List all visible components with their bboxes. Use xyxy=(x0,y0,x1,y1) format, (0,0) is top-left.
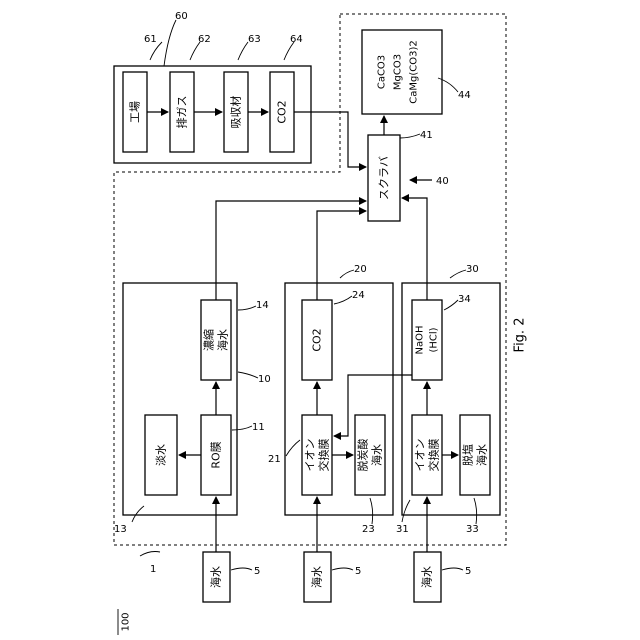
product-line-2: MgCO3 xyxy=(393,54,404,90)
leader-5c xyxy=(442,568,463,570)
leader-1 xyxy=(140,552,160,557)
leader-10 xyxy=(238,372,258,378)
arrow-co2mid-scrubber xyxy=(317,211,366,300)
leader-14 xyxy=(238,306,256,310)
leader-23 xyxy=(370,498,373,524)
arrow-co2-scrubber xyxy=(294,112,366,167)
decarb-line-2: 海水 xyxy=(370,444,384,466)
decarbonated-seawater-box: 脱炭酸 海水 xyxy=(355,415,385,495)
ref-20: 20 xyxy=(354,264,367,275)
seawater-box-2: 海水 xyxy=(304,552,331,602)
ref-5a: 5 xyxy=(254,566,260,577)
seawater-label-3: 海水 xyxy=(420,566,434,588)
ref-64: 64 xyxy=(290,34,303,45)
products-box: CaCO3 MgCO3 CaMg(CO3)2 xyxy=(362,30,442,114)
ro-membrane-box: RO膜 xyxy=(201,415,231,495)
factory-label: 工場 xyxy=(129,101,142,123)
seawater-box-3: 海水 xyxy=(414,552,441,602)
desalted-seawater-box: 脱塩 海水 xyxy=(460,415,490,495)
absorbent-label: 吸収材 xyxy=(229,96,243,129)
leader-13 xyxy=(132,506,144,522)
ref-1: 1 xyxy=(150,564,156,575)
ref-5c: 5 xyxy=(465,566,471,577)
ref-62: 62 xyxy=(198,34,211,45)
ref-33: 33 xyxy=(466,524,479,535)
leader-5a xyxy=(231,568,252,570)
ref-40: 40 xyxy=(436,176,449,187)
ion20-line-2: 交換膜 xyxy=(317,439,331,472)
scrubber-label: スクラバ xyxy=(378,156,391,200)
leader-30 xyxy=(450,270,466,278)
ref-13: 13 xyxy=(114,524,127,535)
product-line-3: CaMg(CO3)2 xyxy=(409,40,420,103)
leader-41 xyxy=(400,134,420,138)
leader-24 xyxy=(334,296,352,304)
concentrated-seawater-box: 濃縮 海水 xyxy=(201,300,231,380)
leader-34 xyxy=(444,300,458,310)
ref-14: 14 xyxy=(256,300,269,311)
co2-mid-box: CO2 xyxy=(302,300,332,380)
leader-11 xyxy=(232,426,252,430)
ref-24: 24 xyxy=(352,290,365,301)
decarb-line-1: 脱炭酸 xyxy=(356,439,370,472)
ro-membrane-label: RO膜 xyxy=(210,441,223,468)
leader-20 xyxy=(340,270,354,278)
seawater-label-1: 海水 xyxy=(209,566,223,588)
ion-exchange-30-box: イオン 交換膜 xyxy=(412,415,442,495)
ref-44: 44 xyxy=(458,90,471,101)
factory-box: 工場 xyxy=(123,72,147,152)
ref-61: 61 xyxy=(144,34,157,45)
figure-caption: Fig. 2 xyxy=(513,318,528,353)
fresh-water-label: 淡水 xyxy=(155,444,168,466)
conc-line-1: 濃縮 xyxy=(202,329,216,351)
ion-exchange-20-box: イオン 交換膜 xyxy=(302,415,332,495)
co2-top-label: CO2 xyxy=(276,100,289,123)
ref-11: 11 xyxy=(252,422,265,433)
leader-21 xyxy=(286,440,300,456)
co2-top-box: CO2 xyxy=(270,72,294,152)
naoh-box: NaOH (HCl) xyxy=(412,300,442,380)
scrubber-box: スクラバ xyxy=(368,135,400,221)
ion20-line-1: イオン xyxy=(304,439,317,472)
desalt-line-2: 海水 xyxy=(475,444,489,466)
arrow-conc-scrubber xyxy=(216,201,366,300)
conc-line-2: 海水 xyxy=(216,329,230,351)
desalt-line-1: 脱塩 xyxy=(461,444,475,466)
ref-30: 30 xyxy=(466,264,479,275)
ref-5b: 5 xyxy=(355,566,361,577)
seawater-box-1: 海水 xyxy=(203,552,230,602)
co2-mid-label: CO2 xyxy=(311,328,324,351)
ref-23: 23 xyxy=(362,524,375,535)
product-line-1: CaCO3 xyxy=(377,55,388,89)
naoh-line-1: NaOH xyxy=(415,326,426,355)
ref-63: 63 xyxy=(248,34,261,45)
leader-5b xyxy=(332,568,353,570)
leader-60 xyxy=(164,20,176,66)
absorbent-box: 吸収材 xyxy=(224,72,248,152)
ion30-line-1: イオン xyxy=(414,439,427,472)
ion30-line-2: 交換膜 xyxy=(427,439,441,472)
naoh-line-2: (HCl) xyxy=(429,327,440,352)
leader-33 xyxy=(474,498,477,524)
arrow-naoh-scrubber xyxy=(402,198,427,300)
exhaust-box: 排ガス xyxy=(170,72,194,152)
leader-31 xyxy=(402,500,410,522)
ref-10: 10 xyxy=(258,374,271,385)
ref-21: 21 xyxy=(268,454,281,465)
leader-63 xyxy=(238,42,248,60)
ref-31: 31 xyxy=(396,524,409,535)
ref-34: 34 xyxy=(458,294,471,305)
ref-41: 41 xyxy=(420,130,433,141)
exhaust-label: 排ガス xyxy=(175,96,189,129)
system-ref-label: 100 xyxy=(121,612,132,631)
seawater-label-2: 海水 xyxy=(310,566,324,588)
system-ref-100: 100 xyxy=(118,609,132,635)
ref-60: 60 xyxy=(175,11,188,22)
fresh-water-box: 淡水 xyxy=(145,415,177,495)
